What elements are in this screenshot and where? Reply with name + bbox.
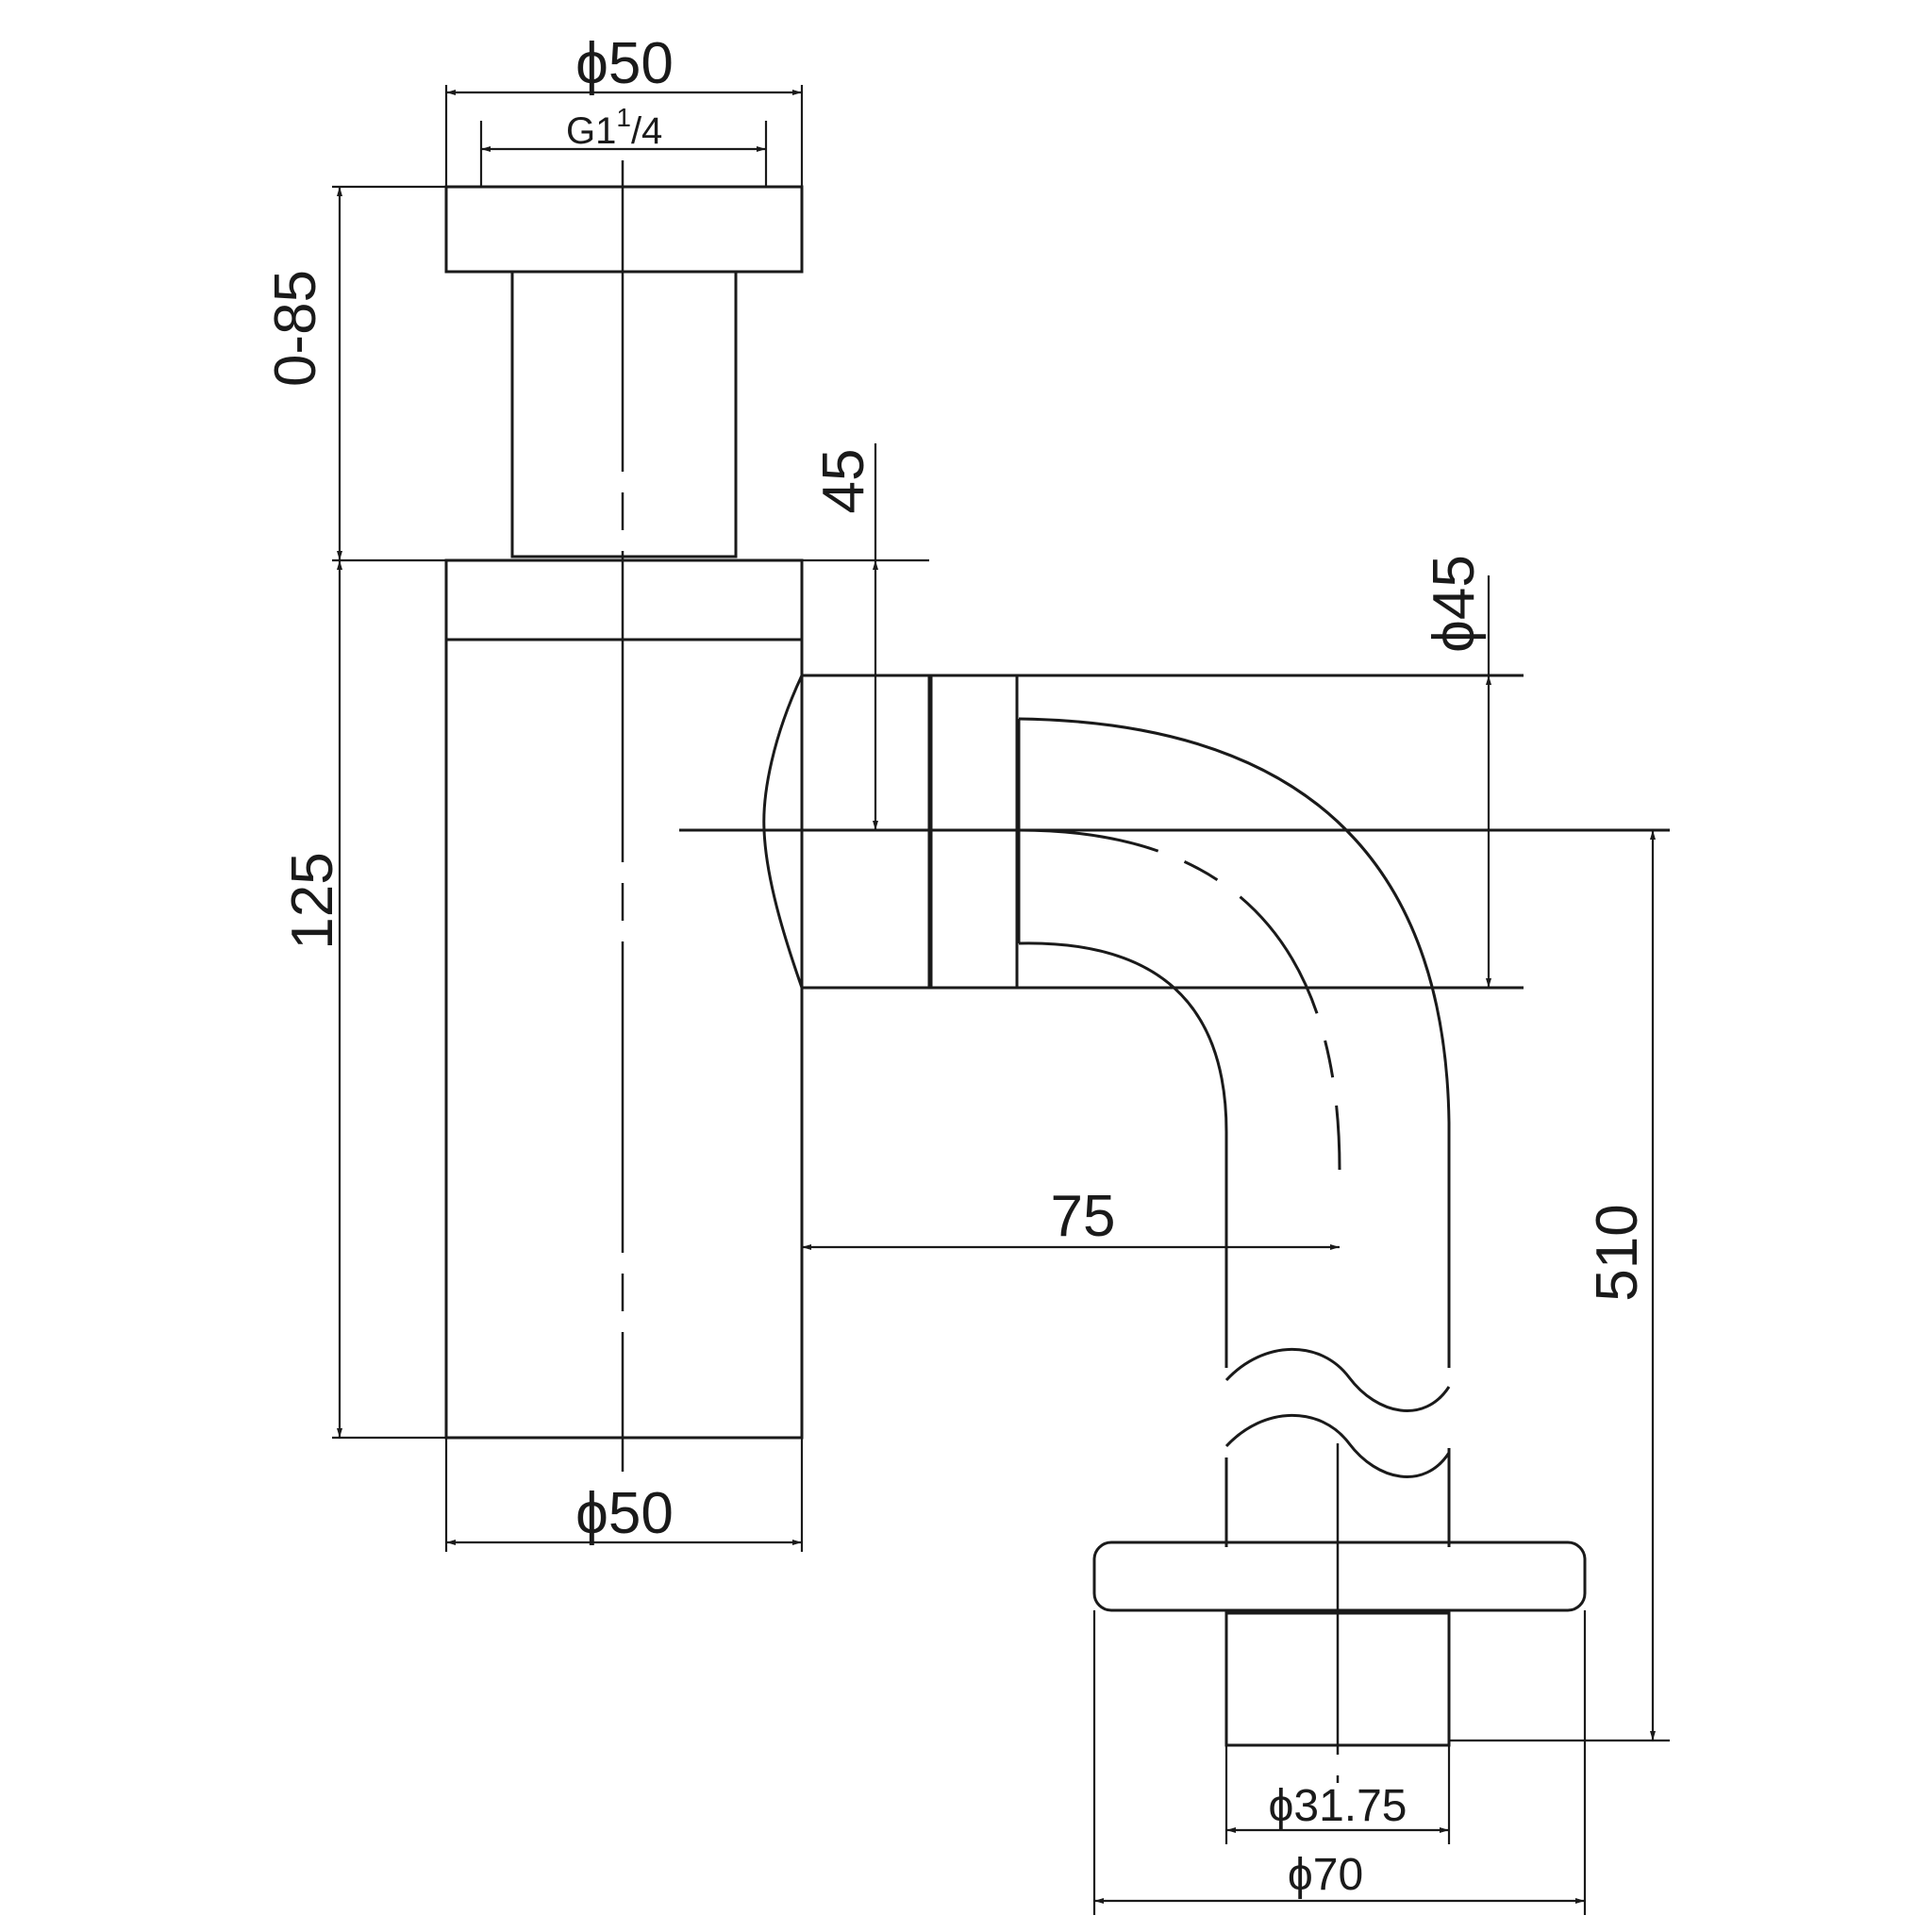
- horizontal-offset-label: 75: [1051, 1184, 1116, 1249]
- dim-top-flange-diameter: ϕ50: [444, 31, 804, 187]
- body-height-label: 125: [280, 852, 345, 949]
- dim-wall-flange-diameter: ϕ70: [1092, 1610, 1587, 1915]
- break-curve-bottom: [1224, 1413, 1451, 1478]
- dim-outlet-diameter: ϕ45: [1422, 555, 1491, 988]
- dim-thread: G11/4: [479, 103, 768, 187]
- dim-outlet-offset: 45: [811, 443, 878, 830]
- wall-flange-diameter-label: ϕ70: [1288, 1850, 1363, 1900]
- top-stem: [510, 270, 738, 558]
- elbow-inner-wall: [1018, 941, 1228, 1368]
- break-curve-top: [1224, 1347, 1451, 1412]
- outlet-offset-label: 45: [811, 449, 876, 514]
- elbow-centerline: [1018, 828, 1341, 1171]
- outlet-nozzle: [679, 674, 1670, 990]
- pipe-diameter-label: ϕ31.75: [1268, 1781, 1407, 1831]
- dim-adjustable-height: 0-85: [263, 185, 929, 562]
- body-diameter-label: ϕ50: [575, 1481, 674, 1546]
- top-waste-assembly: [444, 185, 804, 558]
- elbow-outer-wall: [1018, 717, 1451, 1368]
- dim-body-diameter: ϕ50: [444, 1438, 804, 1552]
- pipe-break-symbol: [1224, 1347, 1451, 1478]
- elbow-pipe: [1017, 717, 1451, 1368]
- dim-total-height: 510: [1449, 830, 1670, 1742]
- wall-flange: [1092, 1541, 1587, 1612]
- dim-horizontal-offset: 75: [802, 1184, 1340, 1250]
- thread-label: G11/4: [566, 103, 662, 152]
- adjustable-height-label: 0-85: [263, 270, 328, 387]
- trap-body: [444, 558, 804, 1440]
- trap-cylinder: [444, 558, 804, 1440]
- outlet-diameter-label: ϕ45: [1422, 555, 1487, 653]
- lower-pipe-assembly: [1092, 1443, 1587, 1783]
- dim-pipe-diameter: ϕ31.75: [1224, 1745, 1451, 1844]
- total-height-label: 510: [1585, 1204, 1650, 1301]
- top-flange: [444, 185, 804, 274]
- top-flange-diameter-label: ϕ50: [575, 31, 674, 96]
- dim-body-height: 125: [280, 560, 446, 1440]
